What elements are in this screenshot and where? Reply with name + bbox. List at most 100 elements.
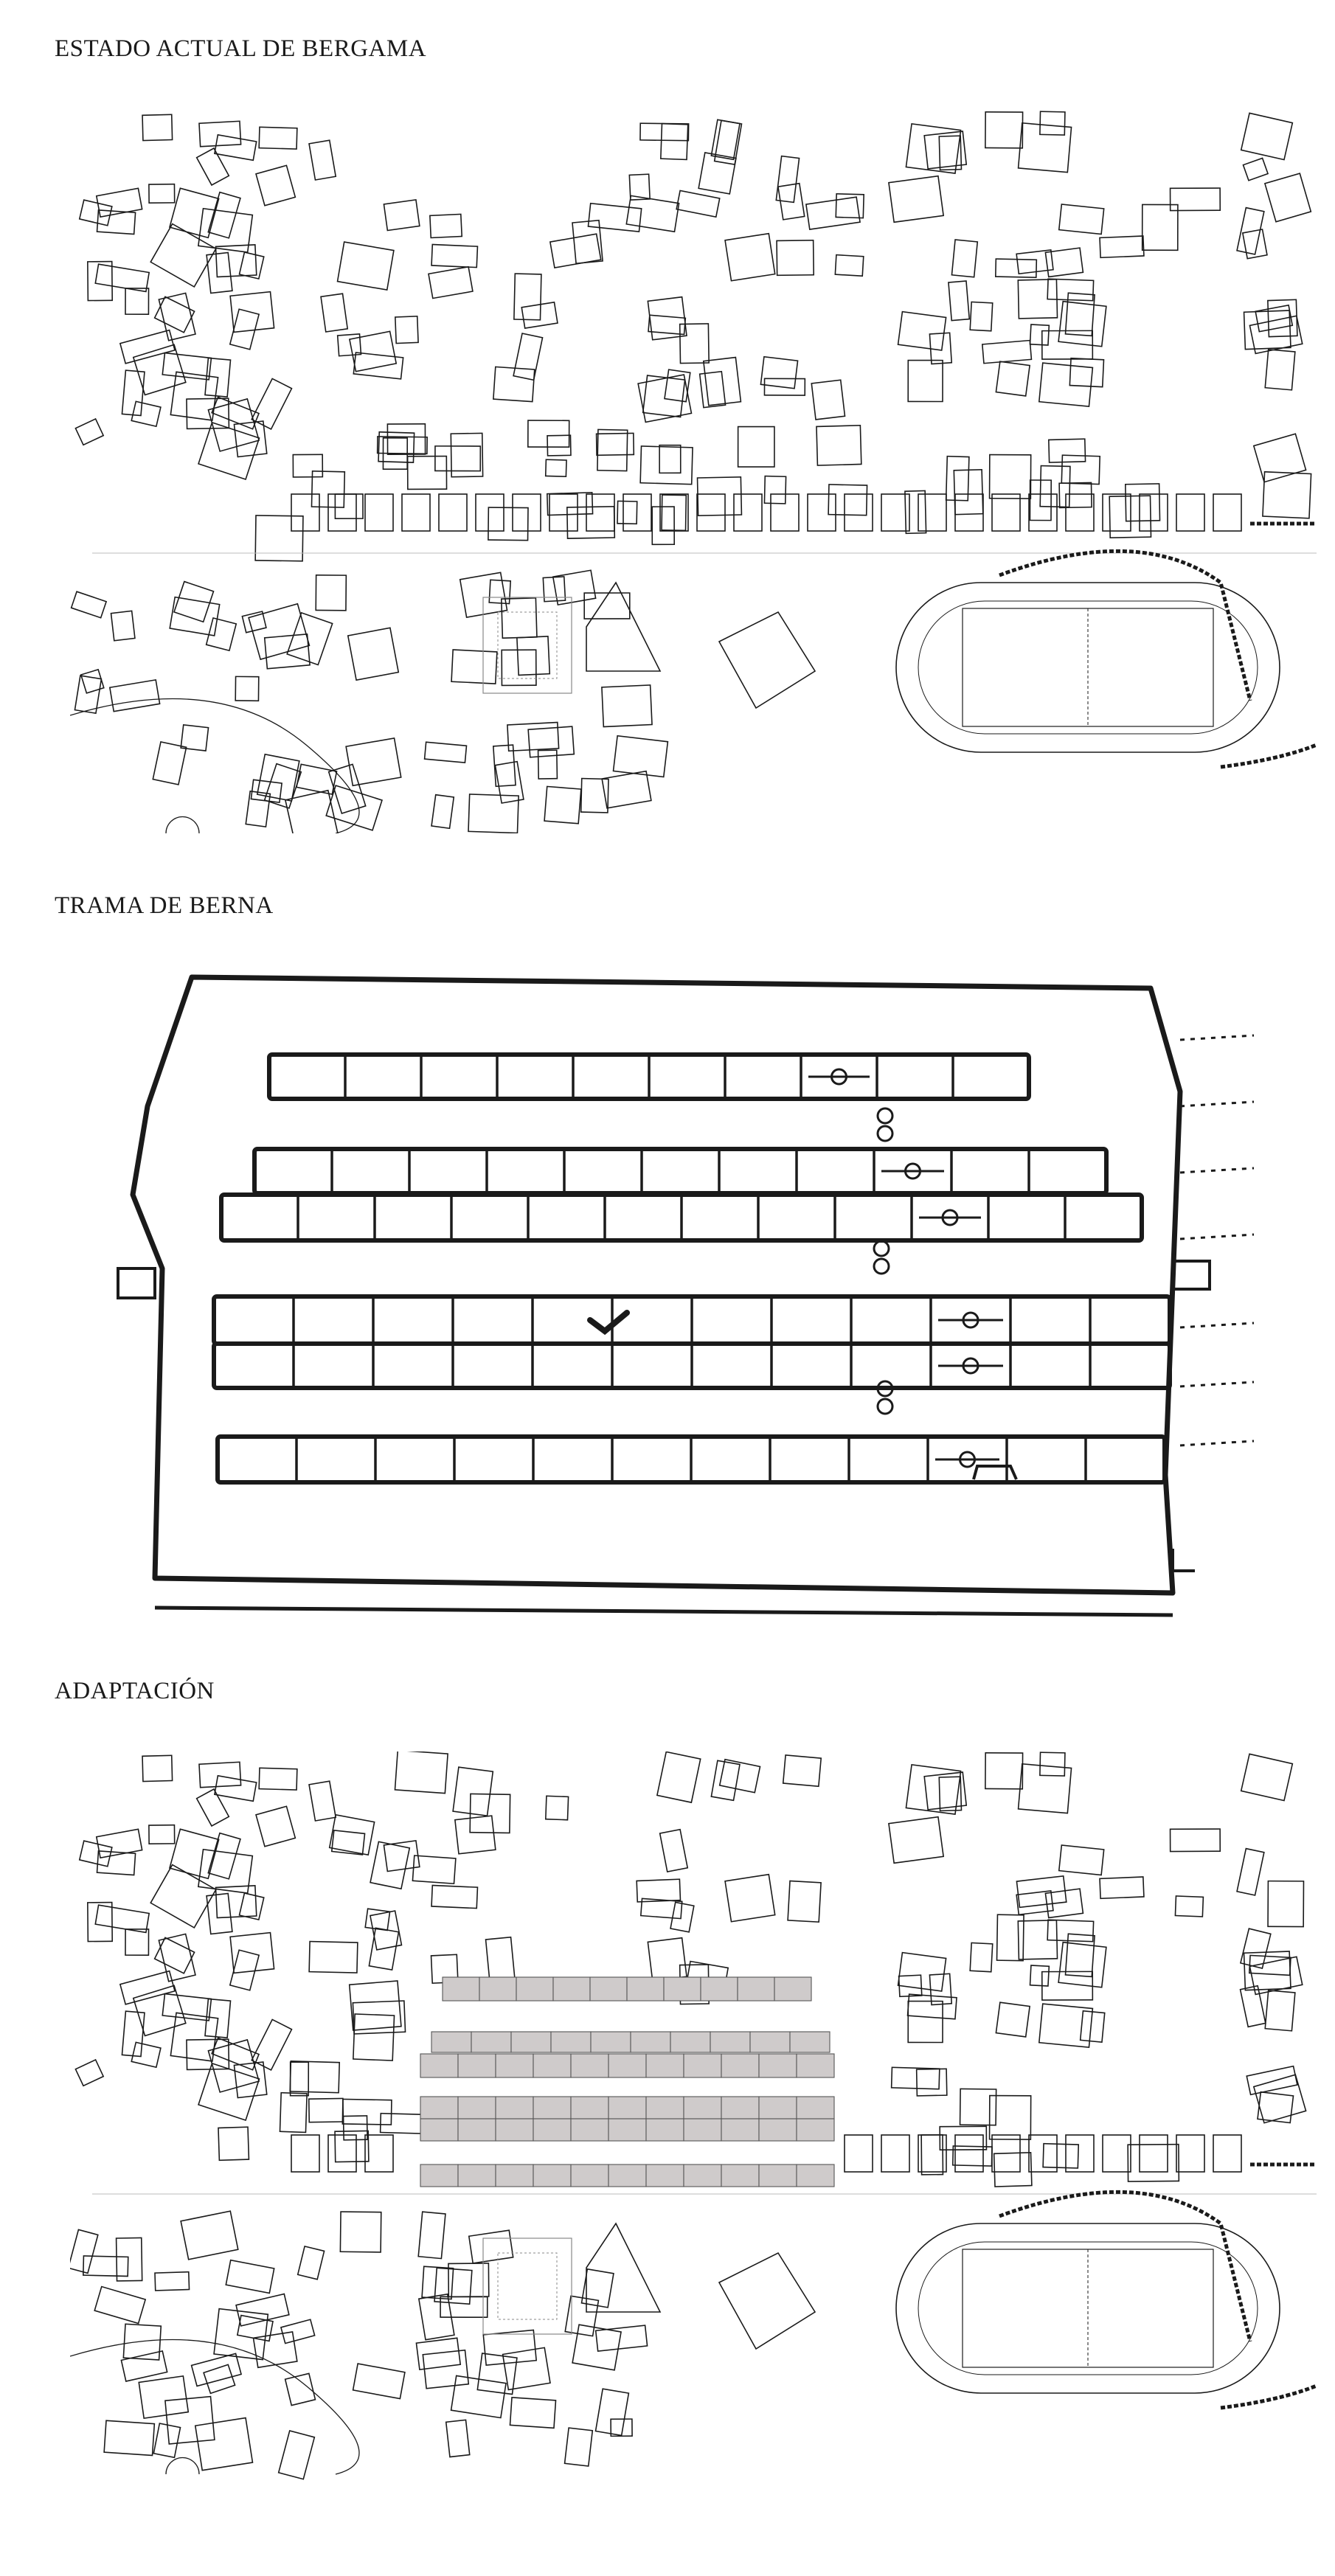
building-footprint (929, 1973, 953, 2006)
building-footprint (664, 369, 691, 403)
row-house (770, 493, 800, 532)
building-footprint (1109, 495, 1152, 538)
proposed-block-unit (457, 2164, 496, 2187)
building-footprint (238, 1892, 265, 1921)
building-footprint (423, 741, 468, 764)
building-footprint (527, 420, 570, 448)
courtyard (497, 2252, 558, 2320)
building-footprint (292, 454, 324, 478)
building-footprint (828, 484, 868, 516)
building-footprint (95, 1828, 143, 1859)
building-footprint (513, 333, 544, 381)
building-footprint (150, 223, 217, 288)
building-footprint (906, 1993, 957, 2020)
building-footprint (787, 1880, 822, 1923)
proposed-block-unit (608, 2096, 647, 2120)
row-house (1028, 493, 1058, 532)
building-footprint (724, 232, 776, 282)
building-footprint (905, 122, 962, 174)
section-title-adaptation: ADAPTACIÓN (55, 1678, 215, 1704)
building-footprint (308, 1780, 337, 1822)
bern-grid-drawing (117, 974, 1255, 1617)
building-footprint (628, 173, 651, 201)
building-footprint (87, 260, 114, 302)
building-footprint (713, 119, 743, 166)
row-house (1139, 493, 1168, 532)
building-footprint (164, 2395, 215, 2445)
building-footprint (235, 676, 260, 702)
building-footprint (897, 310, 947, 351)
building-footprint (153, 296, 195, 333)
building-footprint (969, 301, 994, 332)
building-footprint (580, 777, 609, 813)
building-footprint (162, 1993, 212, 2021)
building-footprint (173, 580, 215, 623)
proposed-block-unit (789, 2031, 831, 2053)
building-footprint (996, 1914, 1024, 1962)
row-house (991, 2134, 1021, 2173)
building-footprint (406, 455, 448, 490)
building-footprint (352, 2000, 406, 2035)
proposed-block-unit (533, 2164, 572, 2187)
building-footprint (448, 2263, 490, 2298)
building-footprint (1017, 1919, 1058, 1960)
building-footprint (122, 2323, 162, 2361)
building-footprint (546, 491, 594, 516)
building-footprint (513, 273, 542, 321)
building-footprint (431, 243, 479, 268)
building-footprint (981, 339, 1033, 364)
tree-row (1179, 1100, 1255, 1108)
building-footprint (485, 1936, 516, 1983)
building-footprint (625, 195, 680, 233)
building-footprint (235, 2293, 290, 2327)
proposed-block-unit (645, 2118, 684, 2142)
building-footprint (1252, 433, 1307, 483)
proposed-block-unit (721, 2118, 760, 2142)
proposed-block-unit (796, 2096, 835, 2120)
building-footprint (211, 396, 260, 430)
building-footprint (776, 240, 815, 277)
building-footprint (1058, 482, 1092, 509)
building-footprint (422, 2349, 470, 2389)
building-footprint (248, 603, 311, 661)
building-footprint (583, 592, 631, 619)
building-footprint (198, 2062, 260, 2121)
building-footprint (255, 164, 297, 206)
building-footprint (296, 763, 338, 795)
building-footprint (507, 721, 560, 752)
building-footprint (888, 175, 945, 223)
proposed-block-unit (608, 2164, 647, 2187)
proposed-block-unit (721, 2096, 760, 2120)
running-track (895, 2223, 1280, 2394)
row-house (291, 2134, 320, 2173)
building-footprint (434, 2267, 473, 2305)
street-line (154, 1605, 1173, 1617)
section-title-current-state: ESTADO ACTUAL DE BERGAMA (55, 35, 427, 62)
building-footprint (286, 611, 333, 666)
row-house (586, 493, 615, 532)
building-footprint (297, 2245, 325, 2280)
proposed-block-unit (495, 2053, 534, 2078)
building-footprint (544, 1795, 569, 1821)
building-footprint (502, 2347, 551, 2391)
proposed-block-unit (533, 2096, 572, 2120)
building-footprint (648, 314, 687, 336)
building-footprint (241, 611, 267, 633)
passage-node (962, 1311, 979, 1329)
passage-node (962, 1357, 979, 1375)
running-track (895, 582, 1280, 753)
building-footprint (198, 421, 260, 480)
building-footprint (445, 2419, 471, 2458)
building-footprint (527, 726, 575, 758)
tree-row (1179, 1381, 1255, 1388)
building-footprint (379, 2112, 426, 2134)
building-footprint (988, 2094, 1032, 2140)
building-footprint (308, 2097, 344, 2123)
building-footprint (494, 760, 524, 804)
building-footprint (108, 678, 161, 712)
building-footprint (233, 420, 268, 458)
building-footprint (74, 675, 103, 715)
building-footprint (601, 684, 653, 728)
building-footprint (1127, 2143, 1180, 2182)
building-footprint (1243, 1951, 1291, 1991)
